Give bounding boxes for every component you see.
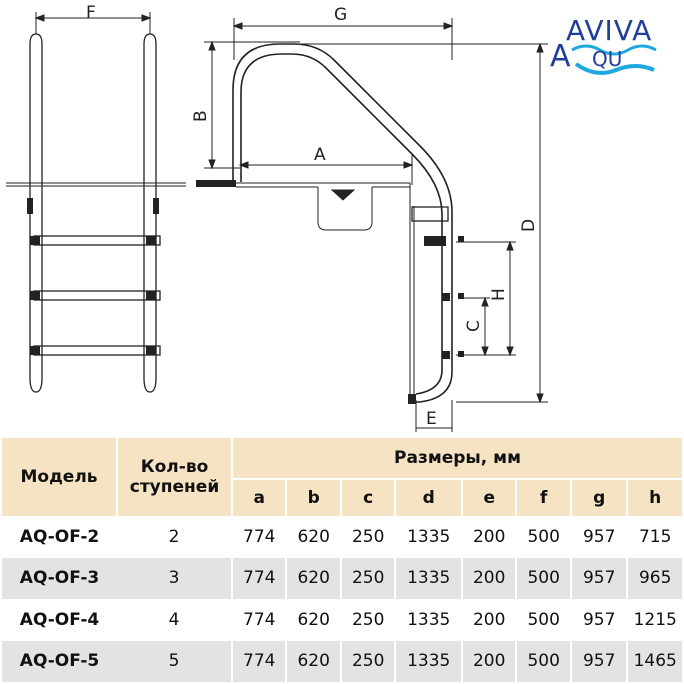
dim-label-e: E [426,409,437,429]
model-cell: AQ-OF-2 [2,516,117,558]
dim-label-c: C [464,320,484,332]
steps-cell: 3 [117,557,233,599]
col-header-h: h [626,479,682,516]
model-header: Модель [2,438,117,516]
value-cell-f: 500 [515,557,571,599]
dim-label-a: A [314,145,326,165]
ladder-technical-drawing: F G B A D H C E [6,3,548,432]
model-cell: AQ-OF-3 [2,557,117,599]
value-cell-a: 774 [230,557,287,599]
steps-header: Кол-во ступеней [116,438,232,516]
value-cell-h: 1215 [626,599,682,641]
value-cell-g: 957 [569,599,628,641]
dim-label-b: B [191,110,211,122]
dim-label-d: D [519,219,539,232]
value-cell-c: 250 [339,516,396,558]
value-cell-h: 1465 [626,640,682,682]
value-cell-e: 200 [460,599,517,641]
value-cell-d: 1335 [394,516,462,558]
value-cell-a: 774 [230,516,287,558]
dimensions-table: Модель Кол-во ступеней Размеры, мм a b c… [2,438,682,682]
value-cell-e: 200 [460,557,517,599]
side-view-ladder [196,18,548,432]
value-cell-g: 957 [569,516,628,558]
col-header-c: c [339,479,396,516]
col-header-g: g [569,479,628,516]
value-cell-d: 1335 [394,557,462,599]
col-header-e: e [460,479,517,516]
value-cell-b: 620 [285,599,341,641]
value-cell-g: 957 [569,640,628,682]
value-cell-a: 774 [230,640,287,682]
value-cell-g: 957 [569,557,628,599]
dim-label-f: F [86,3,96,23]
model-cell: AQ-OF-5 [2,640,117,682]
value-cell-c: 250 [339,557,396,599]
logo-text-qu: QU [592,47,622,71]
model-cell: AQ-OF-4 [2,599,117,641]
aviva-aqua-logo: AVIVA A QU [550,14,657,75]
value-cell-f: 500 [515,599,571,641]
value-cell-c: 250 [339,640,396,682]
value-cell-b: 620 [285,516,341,558]
logo-text-aviva: AVIVA [566,14,652,47]
col-header-f: f [515,479,571,516]
col-header-d: d [394,479,462,516]
steps-cell: 4 [117,599,233,641]
dim-label-h: H [489,288,509,301]
value-cell-b: 620 [285,557,341,599]
front-view-ladder [6,12,186,393]
dim-label-g: G [334,5,347,25]
value-cell-b: 620 [285,640,341,682]
value-cell-d: 1335 [394,599,462,641]
value-cell-c: 250 [339,599,396,641]
value-cell-h: 965 [626,557,682,599]
value-cell-h: 715 [626,516,682,558]
col-header-b: b [285,479,341,516]
steps-cell: 5 [117,640,233,682]
value-cell-e: 200 [460,516,517,558]
logo-initial-a: A [550,39,571,74]
value-cell-d: 1335 [394,640,462,682]
value-cell-f: 500 [515,640,571,682]
value-cell-e: 200 [460,640,517,682]
steps-cell: 2 [117,516,233,558]
dimensions-header: Размеры, мм [231,438,682,480]
value-cell-a: 774 [230,599,287,641]
value-cell-f: 500 [515,516,571,558]
col-header-a: a [230,479,287,516]
